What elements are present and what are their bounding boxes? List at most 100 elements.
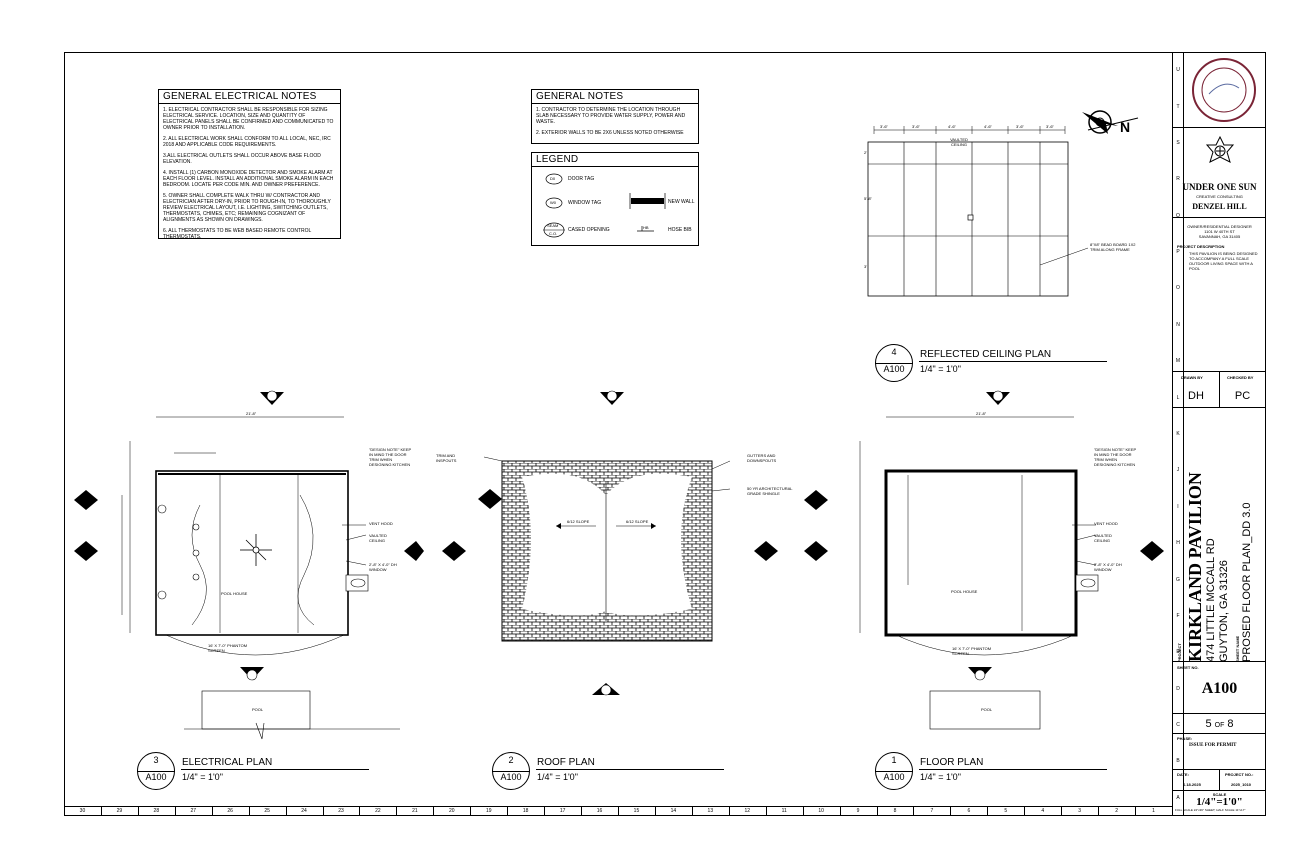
page-of: OF	[1214, 722, 1225, 729]
grid-number: 29	[116, 808, 123, 814]
view-name: REFLECTED CEILING PLAN	[920, 349, 1052, 360]
floor-vaulted-label: VAULTED CEILING	[1094, 533, 1112, 543]
elec-pool-label: POOL	[252, 707, 264, 712]
legend-hose-bib: HOSE BIB	[668, 227, 692, 233]
grid-number: 5	[1004, 808, 1008, 814]
grid-number: 6	[967, 808, 971, 814]
svg-text:3'-6": 3'-6"	[1046, 124, 1055, 129]
view-name: ELECTRICAL PLAN	[182, 757, 273, 768]
description-label: PROJECT DESCRIPTION	[1177, 244, 1225, 249]
grid-number: 2	[1115, 808, 1118, 814]
legend-box: LEGEND D0 DOOR TAG W0 WINDOW TAG SEAM C.…	[531, 152, 699, 246]
grid-number: 20	[449, 808, 455, 814]
firm-name: UNDER ONE SUN	[1182, 182, 1257, 192]
drawn-by-label: DRAWN BY	[1181, 375, 1203, 380]
view-title-electrical: 3 A100 ELECTRICAL PLAN 1/4" = 1'0"	[137, 752, 377, 792]
seal-cell	[1173, 52, 1266, 128]
roof-shingle-label: 50 YR ARCHITECTURAL GRADE SHINGLE	[747, 486, 793, 496]
grid-letter: G	[1176, 576, 1180, 583]
rcp-vaulted-label: VAULTED CEILING	[950, 137, 968, 147]
grid-number: 3	[1078, 808, 1082, 814]
view-number: 2	[508, 755, 514, 765]
legend-window-symbol: W0	[550, 200, 556, 205]
sheet-no-cell: SHEET NO. A100	[1173, 662, 1266, 714]
grid-number: 12	[744, 808, 751, 814]
sheet-no-label: SHEET NO.	[1177, 665, 1199, 670]
view-name: FLOOR PLAN	[920, 757, 984, 768]
page-number: 5	[1205, 718, 1212, 730]
svg-text:N: N	[1120, 119, 1130, 135]
view-number: 1	[891, 755, 897, 765]
grid-letter: H	[1176, 540, 1180, 547]
grid-number: 16	[596, 808, 603, 814]
svg-text:3': 3'	[864, 264, 867, 269]
view-scale: 1/4" = 1'0"	[920, 364, 961, 374]
svg-text:2': 2'	[864, 150, 867, 155]
grid-number: 9	[856, 808, 860, 814]
grid-number: 30	[79, 808, 86, 814]
electrical-notes-body: 1. ELECTRICAL CONTRACTOR SHALL BE RESPON…	[159, 104, 340, 248]
floor-phantom-screen-label: 16' X 7'-0" PHANTOM SCREEN	[952, 646, 992, 656]
grid-letter: B	[1176, 758, 1180, 765]
floor-design-note-label: "DESIGN NOTE" KEEP IN MIND THE DOOR TRIM…	[1094, 447, 1137, 467]
view-sheet-ref: A100	[875, 363, 913, 374]
grid-letter: Q	[1176, 212, 1180, 219]
title-block: UNDER ONE SUN CREATIVE CONSULTING DENZEL…	[1172, 52, 1266, 816]
grid-number: 14	[670, 808, 677, 814]
elec-phantom-screen-label: 16' X 7'-0" PHANTOM SCREEN	[208, 643, 248, 653]
grid-number: 26	[227, 808, 233, 814]
grid-letter: I	[1177, 503, 1179, 510]
grid-number: 1	[1152, 808, 1155, 814]
date-label: DATE:	[1177, 772, 1189, 777]
project-description: THIS PAVILION IS BEING DESIGNED TO ACCOM…	[1189, 251, 1258, 271]
legend-cased-opening: CASED OPENING	[568, 227, 610, 233]
floor-plan-drawing: 21'-8"	[804, 390, 1164, 730]
page-count: 5 OF 8	[1173, 718, 1266, 730]
grid-letter: J	[1176, 467, 1180, 474]
legend-door-tag: DOOR TAG	[568, 176, 595, 182]
grid-number: 27	[190, 808, 197, 814]
roof-slope-left: 6/12 SLOPE	[567, 519, 590, 524]
view-scale: 1/4" = 1'0"	[920, 772, 961, 782]
project-no-value: 2025_1010	[1231, 782, 1252, 787]
drawing-sheet	[64, 52, 1266, 816]
electrical-notes-title: GENERAL ELECTRICAL NOTES	[159, 90, 340, 104]
electrical-plan-drawing: 21'-8"	[74, 390, 424, 740]
general-note: 2. EXTERIOR WALLS TO BE 2X6 UNLESS NOTED…	[536, 130, 684, 136]
date-scale-cell: DATE: 6.18.2025 PROJECT NO.: 2025_1010 S…	[1173, 770, 1266, 816]
roof-slope-right: 6/12 SLOPE	[626, 519, 649, 524]
sun-logo-icon	[1205, 136, 1235, 163]
general-note: 1. CONTRACTOR TO DETERMINE THE LOCATION …	[536, 107, 686, 125]
project-address-2: GUYTON, GA 31326	[1218, 560, 1230, 662]
svg-text:4'-6": 4'-6"	[984, 124, 993, 129]
floor-vent-hood-label: VENT HOOD	[1094, 521, 1118, 526]
phase-label: PHASE:	[1177, 736, 1193, 741]
elec-vaulted-label: VAULTED CEILING	[369, 533, 387, 543]
project-address-1: 474 LITTLE MCCALL RD	[1205, 538, 1217, 662]
drawn-checked-cell: DRAWN BY CHECKED BY DH PC	[1173, 372, 1266, 408]
electrical-note: 4. INSTALL (1) CARBON MONOXIDE DETECTOR …	[163, 170, 334, 188]
grid-letter: L	[1176, 394, 1180, 401]
grid-number: 24	[301, 808, 307, 814]
grid-number: 22	[375, 808, 381, 814]
scale-label: SCALE	[1212, 792, 1227, 797]
sheet-fine-print: FULL SCALE 24"x36" SHEET; HALF SCALE 11"…	[1175, 808, 1246, 812]
legend-cased-symbol-2: C.O.	[549, 231, 558, 236]
roof-trim-label: TRIM AND INSPOUTS	[436, 453, 457, 463]
project-rotated-block: PROJECT KIRKLAND PAVILION 474 LITTLE MCC…	[1175, 412, 1267, 662]
scale-value: 1/4"=1'0"	[1196, 796, 1243, 808]
grid-letter: F	[1176, 612, 1180, 619]
reflected-ceiling-plan-drawing: 3'-6"3'-6"4'-6"4'-6"3'-6"3'-6" 2'5'-8"3'	[864, 124, 1089, 297]
electrical-note: 3.ALL ELECTRICAL OUTLETS SHALL OCCUR ABO…	[163, 153, 321, 165]
designer-address-1: 1101 W 40TH ST	[1204, 229, 1235, 234]
legend-hose-bib-symbol: HB	[643, 225, 649, 230]
view-name: ROOF PLAN	[537, 757, 595, 768]
roof-gutters-label: GUTTERS AND DOWNSPOUTS	[747, 453, 777, 463]
architect-seal-icon	[1192, 58, 1256, 122]
electrical-note: 6. ALL THERMOSTATS TO BE WEB BASED REMOT…	[163, 228, 312, 240]
elec-pool-house-label: POOL HOUSE	[221, 591, 248, 596]
grid-number: 10	[818, 808, 824, 814]
grid-number: 11	[781, 808, 787, 814]
project-cell: PROJECT KIRKLAND PAVILION 474 LITTLE MCC…	[1173, 408, 1266, 662]
